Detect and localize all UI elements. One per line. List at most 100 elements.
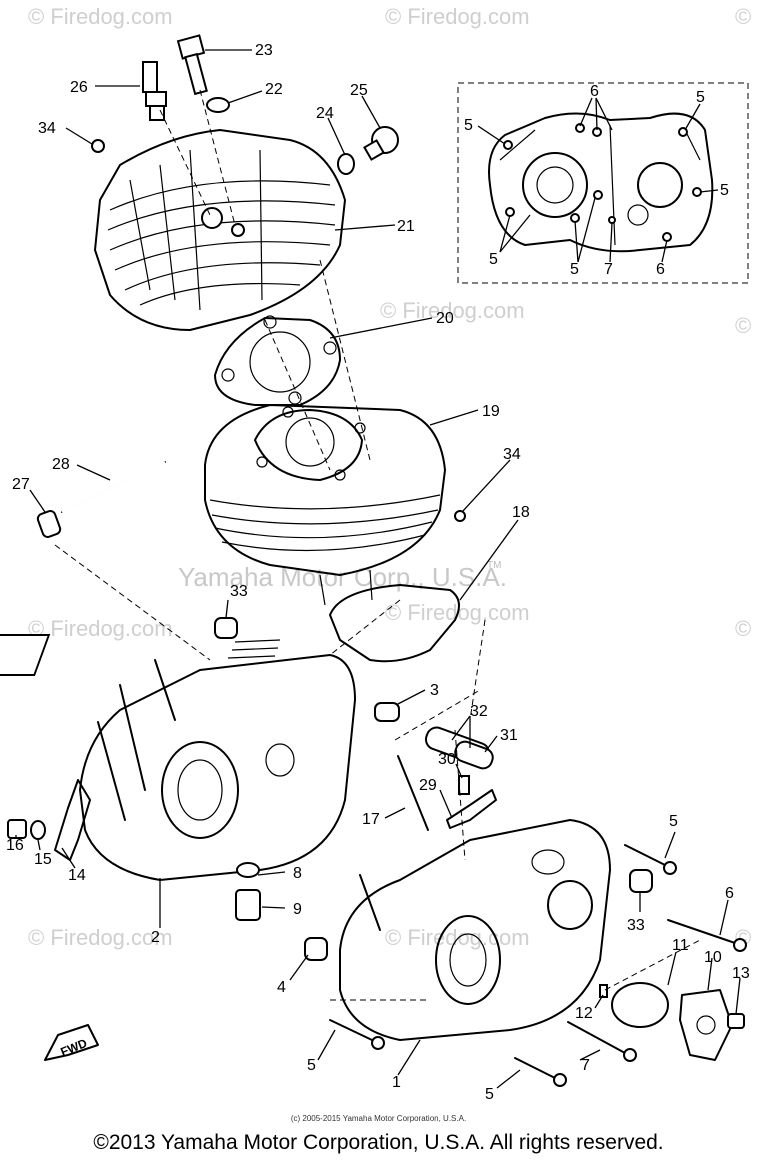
pin-12	[599, 984, 608, 998]
inset-crankcase-outline	[488, 112, 714, 253]
watermark-firedog: © Firedog.com	[385, 4, 530, 29]
bracket-14	[54, 779, 91, 861]
crankcase-bolts	[329, 844, 747, 1087]
callout-2: 2	[151, 929, 160, 946]
pipe-31	[454, 740, 494, 770]
cylinder	[204, 404, 446, 606]
callout-5: 5	[464, 117, 473, 134]
callout-31: 31	[500, 727, 518, 744]
crankcase-left	[0, 634, 356, 881]
gasket-8	[236, 862, 260, 878]
watermark-firedog: © Firedog.com	[380, 298, 525, 323]
callout-29: 29	[419, 777, 437, 794]
head-plug	[363, 126, 399, 161]
small-copyright: (c) 2005-2015 Yamaha Motor Corporation, …	[290, 1114, 467, 1123]
callout-4: 4	[277, 979, 286, 996]
inset-crankcase-bolt-layout: 5 6 5 5 5 5 7 6	[457, 82, 749, 284]
inset-small-bore	[627, 204, 649, 226]
callout-12: 12	[575, 1005, 593, 1022]
callout-10: 10	[704, 949, 722, 966]
o-ring-11	[611, 982, 669, 1028]
watermark-firedog: © Firedog.com	[385, 925, 530, 950]
bolt-16	[7, 819, 27, 839]
dowel-sleeve-4	[304, 937, 328, 961]
callout-21: 21	[397, 218, 415, 235]
cylinder-head	[94, 129, 346, 331]
callout-5: 5	[570, 261, 579, 278]
callout-11: 11	[672, 937, 689, 954]
callout-26: 26	[70, 79, 88, 96]
callout-7: 7	[604, 261, 613, 278]
dowel-sleeve-3	[374, 702, 400, 722]
dowel-sleeve-33	[214, 617, 238, 639]
callout-18: 18	[512, 504, 530, 521]
watermark-firedog: © Firedog.com	[735, 616, 757, 641]
callout-22: 22	[265, 81, 283, 98]
callout-19: 19	[482, 403, 500, 420]
dowel-sleeve-33	[629, 869, 653, 893]
drain-plug-9	[235, 889, 261, 921]
callout-23: 23	[255, 42, 273, 59]
callout-8: 8	[293, 865, 302, 882]
callout-34: 34	[503, 446, 521, 463]
fwd-arrow: FWD	[44, 1024, 99, 1061]
callout-numbers: 23 22 26 34 24 25 21 20 19 34 18 28 27 3…	[6, 42, 750, 1103]
watermark-firedog: © Firedog.com	[28, 616, 173, 641]
callout-24: 24	[316, 105, 334, 122]
spark-plug	[142, 61, 167, 121]
washer-15	[30, 820, 46, 840]
callout-6: 6	[725, 885, 734, 902]
cover-10	[679, 989, 733, 1061]
watermark-yamaha: Yamaha Motor Corp., U.S.A.	[178, 562, 507, 592]
watermark-firedog: © Firedog.com	[735, 313, 757, 338]
callout-28: 28	[52, 456, 70, 473]
watermark-firedog: © Firedog.com	[28, 4, 173, 29]
inset-bolt-holes	[503, 123, 702, 242]
base-gasket	[329, 584, 460, 663]
callout-25: 25	[350, 82, 368, 99]
inset-bore-right	[637, 162, 683, 208]
inset-bearing-bore	[522, 152, 588, 218]
callout-27: 27	[12, 476, 30, 493]
inset-frame	[457, 82, 749, 284]
callout-3: 3	[430, 682, 439, 699]
fwd-label: FWD	[58, 1036, 89, 1059]
callout-33: 33	[230, 583, 248, 600]
callout-16: 16	[6, 837, 24, 854]
plug-gasket	[337, 153, 355, 175]
watermarks: © Firedog.com © Firedog.com © Firedog.co…	[28, 4, 757, 950]
assembly-lines	[54, 89, 701, 1001]
callout-6: 6	[656, 261, 665, 278]
crankcase-right	[339, 755, 611, 1041]
watermark-tm: TM	[487, 560, 501, 571]
oil-pipe	[36, 460, 166, 538]
callout-5: 5	[720, 182, 729, 199]
watermark-firedog: © Firedog.com	[735, 4, 757, 29]
callout-7: 7	[581, 1057, 590, 1074]
callout-13: 13	[732, 965, 750, 982]
bolt-13	[727, 1013, 745, 1029]
dowel-pin-34	[91, 139, 105, 153]
head-washer	[206, 97, 230, 113]
callout-34: 34	[38, 120, 56, 137]
head-bolt	[176, 34, 208, 96]
watermark-firedog: © Firedog.com	[28, 925, 173, 950]
head-gasket	[214, 315, 341, 406]
callout-14: 14	[68, 867, 86, 884]
callout-30: 30	[438, 751, 456, 768]
callout-5: 5	[489, 251, 498, 268]
inset-bearing-inner	[536, 166, 574, 204]
callout-5: 5	[696, 89, 705, 106]
callout-9: 9	[293, 901, 302, 918]
callout-5: 5	[669, 813, 678, 830]
callout-5: 5	[485, 1086, 494, 1103]
main-copyright: ©2013 Yamaha Motor Corporation, U.S.A. A…	[93, 1131, 664, 1154]
callout-6: 6	[590, 83, 599, 100]
bracket-29	[446, 789, 497, 829]
callout-20: 20	[436, 310, 454, 327]
bolt-30	[458, 775, 470, 795]
callout-33: 33	[627, 917, 645, 934]
callout-17: 17	[362, 811, 380, 828]
inset-ribs	[499, 124, 701, 246]
